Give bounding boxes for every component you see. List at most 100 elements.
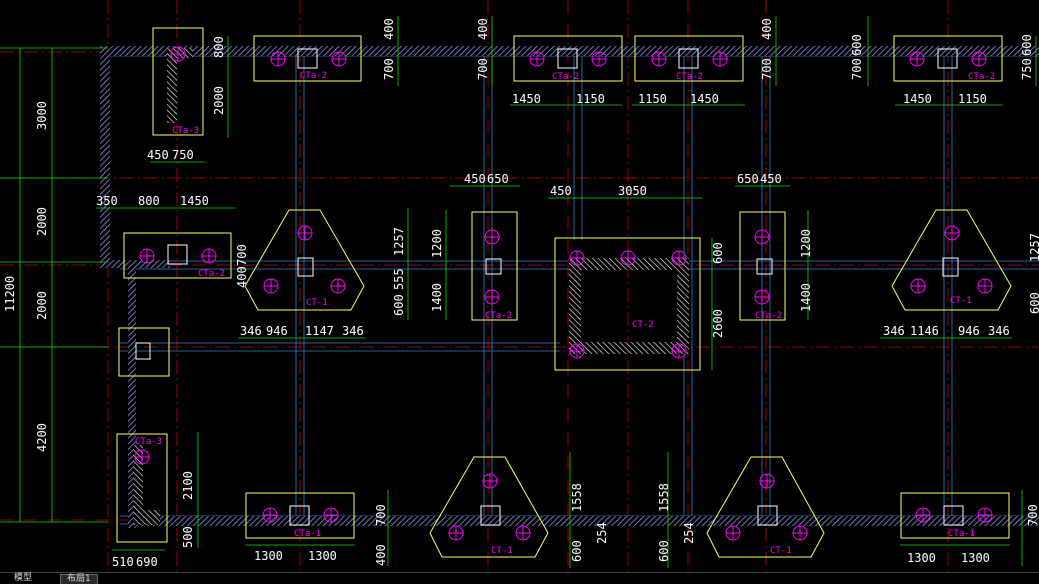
- dim-650-a: 650: [487, 172, 509, 186]
- pile-icon: [201, 248, 217, 264]
- label-cta2-2: CTa-2: [552, 72, 579, 82]
- label-cta2-3: CTa-2: [676, 72, 703, 82]
- dim-v-1257-a: 1257: [392, 227, 406, 256]
- pile-icon: [139, 248, 155, 264]
- pile-icon: [263, 278, 279, 294]
- piles: [134, 46, 993, 541]
- footing-cta2-mid2: [739, 211, 786, 321]
- dim-v-254-a: 254: [595, 522, 609, 544]
- pile-icon: [330, 278, 346, 294]
- pile-icon: [482, 473, 498, 489]
- dim-946-b: 946: [958, 324, 980, 338]
- dim-v-800: 800: [212, 36, 226, 58]
- dim-v-555: 555: [392, 268, 406, 290]
- dim-v-1200-a: 1200: [430, 229, 444, 258]
- dim-v-600-e: 600: [1028, 292, 1039, 314]
- label-ct2: CT-2: [632, 320, 654, 330]
- dim-v-500: 500: [181, 526, 195, 548]
- dim-v-254-b: 254: [682, 522, 696, 544]
- dim-v-2000: 2000: [212, 86, 226, 115]
- pile-icon: [297, 225, 313, 241]
- pile-icon: [910, 278, 926, 294]
- dim-450-b: 450: [464, 172, 486, 186]
- pile-icon: [448, 525, 464, 541]
- pile-icon: [323, 507, 339, 523]
- pile-icon: [134, 449, 150, 465]
- dim-350: 350: [96, 194, 118, 208]
- pile-icon: [270, 51, 286, 67]
- label-ct1-3: CT-1: [491, 546, 513, 556]
- dim-1450-c: 1450: [690, 92, 719, 106]
- pile-icon: [651, 51, 667, 67]
- footing-cta2-4: [893, 35, 1003, 82]
- dim-11200: 11200: [3, 276, 17, 312]
- pile-icon: [759, 473, 775, 489]
- footing-cta2-mid1: [471, 211, 518, 321]
- label-ct1-1: CT-1: [306, 298, 328, 308]
- dim-v-1558-b: 1558: [657, 483, 671, 512]
- tab-layout1[interactable]: 布局1: [60, 574, 98, 584]
- dim-v-2100: 2100: [181, 471, 195, 500]
- dim-v-1400-b: 1400: [799, 283, 813, 312]
- footing-cta2-2: [513, 35, 623, 82]
- pile-icon: [712, 51, 728, 67]
- dim-3000: 3000: [35, 101, 49, 130]
- footings: [116, 27, 1012, 558]
- pile-icon: [725, 525, 741, 541]
- dim-1450-b: 1450: [512, 92, 541, 106]
- pile-icon: [754, 289, 770, 305]
- label-cta1-1: CTa-1: [294, 529, 321, 539]
- dim-800: 800: [138, 194, 160, 208]
- footing-cta3-top: [152, 27, 204, 136]
- pile-icon: [792, 525, 808, 541]
- dim-2000-a: 2000: [35, 207, 49, 236]
- pile-icon: [754, 229, 770, 245]
- dim-1450-d: 1450: [903, 92, 932, 106]
- dim-v-400-b: 400: [476, 18, 490, 40]
- dim-1300-b: 1300: [308, 549, 337, 563]
- tab-model[interactable]: 模型: [14, 573, 33, 583]
- label-cta2-1: CTa-2: [300, 71, 327, 81]
- dim-1300-a: 1300: [254, 549, 283, 563]
- dim-v-400-a: 400: [382, 18, 396, 40]
- dim-2000-b: 2000: [35, 291, 49, 320]
- footing-small: [118, 327, 170, 377]
- dim-v-600-g: 600: [657, 540, 671, 562]
- dim-v-700-b: 700: [476, 58, 490, 80]
- dimension-text: 3000 2000 2000 4200 11200 450 750 350 80…: [3, 18, 1039, 569]
- dim-1300-d: 1300: [961, 551, 990, 565]
- label-cta3-bottom: CTa-3: [135, 437, 162, 447]
- walls: [100, 46, 1039, 528]
- footing-ct1-1: [244, 209, 365, 311]
- pile-icon: [620, 250, 636, 266]
- pile-icon: [915, 507, 931, 523]
- pile-icon: [977, 278, 993, 294]
- dim-1300-c: 1300: [907, 551, 936, 565]
- footing-ct1-2: [891, 209, 1012, 311]
- dim-v-2600: 2600: [711, 309, 725, 338]
- dim-1450-a: 1450: [180, 194, 209, 208]
- dim-1150-c: 1150: [958, 92, 987, 106]
- dim-v-1257-b: 1257: [1028, 233, 1039, 262]
- pile-icon: [170, 46, 186, 62]
- dim-v-400-e: 400: [374, 544, 388, 566]
- dim-1150-b: 1150: [638, 92, 667, 106]
- dim-946-a: 946: [266, 324, 288, 338]
- dim-v-600-f: 600: [570, 540, 584, 562]
- dim-v-400-c: 400: [760, 18, 774, 40]
- pile-icon: [944, 225, 960, 241]
- footing-ct1-4: [706, 456, 825, 558]
- label-cta3-top: CTa-3: [172, 126, 199, 136]
- columns: [135, 48, 964, 526]
- pile-icon: [909, 51, 925, 67]
- footing-cta2-3: [634, 35, 744, 82]
- footing-cta2-1: [253, 35, 362, 82]
- dim-v-400-d: 400: [235, 266, 249, 288]
- dim-346-d: 346: [988, 324, 1010, 338]
- dim-450-d: 450: [760, 172, 782, 186]
- dim-4200: 4200: [35, 423, 49, 452]
- dim-3050: 3050: [618, 184, 647, 198]
- footing-cta1-2: [900, 492, 1010, 539]
- footing-labels: CTa-3 CTa-2 CTa-2 CTa-2 CTa-2 CTa-2 CTa-…: [135, 71, 995, 556]
